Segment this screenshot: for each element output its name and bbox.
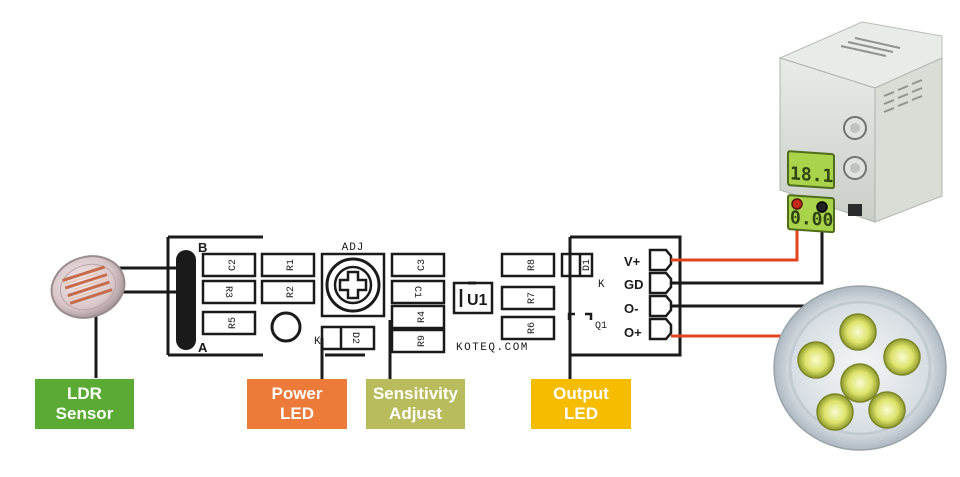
label-c1: C1	[411, 286, 422, 298]
led-center	[840, 363, 880, 403]
ldr-label-line2: Sensor	[55, 404, 114, 423]
led-lower-right	[868, 391, 906, 429]
mounting-hole	[270, 311, 302, 343]
output-led-label-line2: LED	[563, 404, 598, 423]
component-r9	[390, 328, 446, 354]
led-lamp	[773, 285, 947, 451]
pin-gnd-label: GD	[624, 277, 644, 292]
website-label: KOTEQ.COM	[456, 342, 529, 354]
ldr-sensor	[50, 255, 178, 378]
led-lower-left	[816, 393, 854, 431]
component-r5	[201, 310, 257, 336]
psu-terminal-black	[816, 201, 828, 213]
component-d2	[320, 325, 376, 351]
label-c2: C2	[228, 259, 239, 271]
label-r2: R2	[286, 286, 297, 298]
sensitivity-potentiometer	[320, 252, 386, 318]
led-upper-left	[797, 341, 835, 379]
component-r3	[201, 279, 257, 305]
psu-terminal-red	[791, 198, 803, 210]
label-r5: R5	[228, 317, 239, 329]
component-d1	[560, 252, 594, 278]
label-r3: R3	[222, 286, 233, 298]
label-u1: U1	[467, 292, 488, 309]
sensitivity-label-line1: Sensitivity	[372, 384, 459, 403]
label-q1: Q1	[595, 321, 607, 332]
component-r4	[390, 304, 446, 330]
component-q1	[567, 312, 593, 320]
connector-b-label: B	[198, 240, 207, 255]
sensitivity-label-line2: Adjust	[389, 404, 442, 423]
power-led-label-line2: LED	[280, 404, 314, 423]
label-r8: R8	[527, 259, 538, 271]
psu-display-top: 18.1	[790, 163, 833, 187]
component-u1	[452, 281, 494, 315]
label-r1: R1	[286, 259, 297, 271]
connector-a-label: A	[198, 340, 208, 355]
psu-power-switch	[848, 204, 862, 216]
output-led-label: Output LED	[531, 379, 631, 429]
label-d1: D1	[582, 259, 593, 271]
output-led-label-line1: Output	[553, 384, 609, 403]
component-r1	[260, 252, 316, 278]
left-connector	[176, 250, 196, 350]
component-c1	[390, 279, 446, 305]
label-c3: C3	[417, 259, 428, 271]
psu-display-bottom: 0.00	[790, 207, 833, 231]
pin-ominus-label: O-	[624, 301, 638, 316]
power-led-label: Power LED	[247, 379, 347, 429]
label-d1-k: K	[598, 279, 605, 291]
output-connector	[648, 248, 673, 341]
component-c3	[390, 252, 446, 278]
component-r7	[500, 285, 556, 311]
led-top	[839, 313, 877, 351]
label-r6: R6	[527, 322, 538, 334]
component-r2	[260, 279, 316, 305]
label-d2-k: K	[314, 336, 321, 348]
sensitivity-adjust-label: Sensitivity Adjust	[366, 379, 465, 429]
component-r6	[500, 315, 556, 341]
component-c2	[201, 252, 257, 278]
label-d2: D2	[349, 332, 360, 344]
label-r9: R9	[417, 335, 428, 347]
label-r4: R4	[417, 311, 428, 323]
pin-oplus-label: O+	[624, 325, 642, 340]
power-led-label-line1: Power	[271, 384, 323, 403]
label-adj: ADJ	[342, 242, 365, 254]
pin-vplus-label: V+	[624, 254, 641, 269]
component-r8	[500, 252, 556, 278]
wire-vplus	[671, 205, 799, 262]
led-upper-right	[883, 338, 921, 376]
label-r7: R7	[527, 292, 538, 304]
power-supply: 18.1 0.00	[778, 21, 943, 234]
ldr-sensor-label: LDR Sensor	[35, 379, 134, 429]
ldr-label-line1: LDR	[67, 384, 102, 403]
